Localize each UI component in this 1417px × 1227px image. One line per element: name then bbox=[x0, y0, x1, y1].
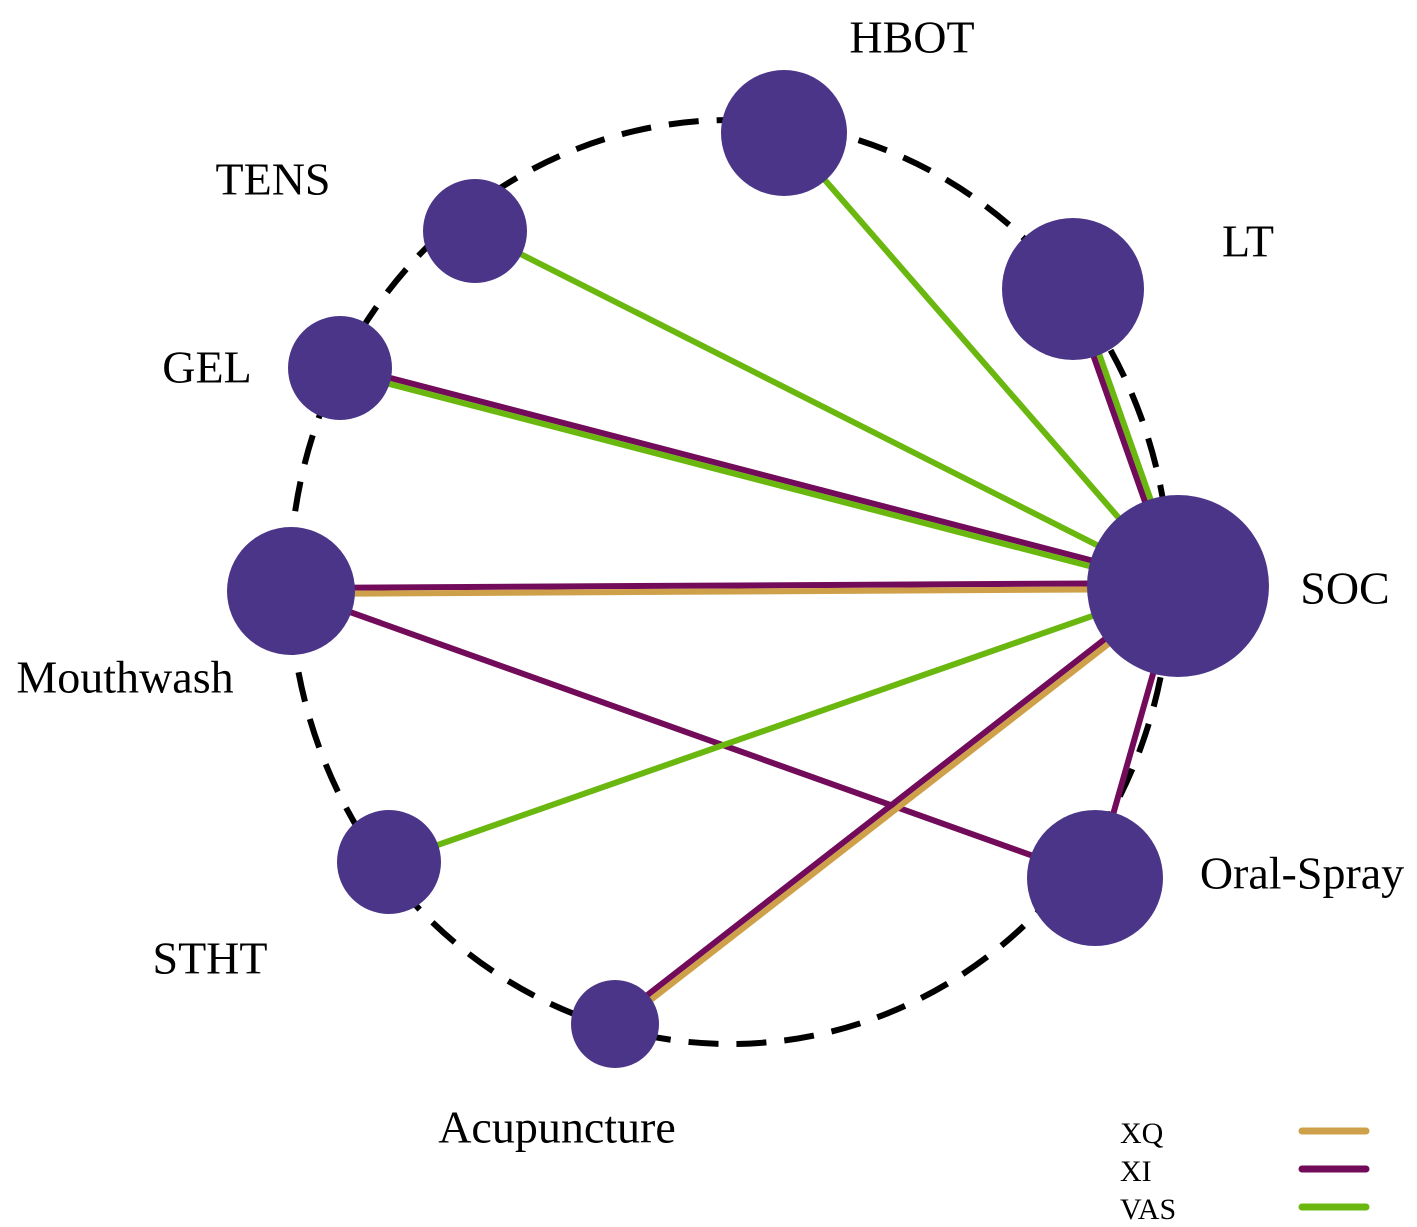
legend: XQ XI VAS bbox=[1120, 1117, 1370, 1226]
node-label-mouthwash: Mouthwash bbox=[16, 652, 233, 703]
node-label-acupuncture: Acupuncture bbox=[438, 1102, 676, 1153]
node-lt bbox=[1002, 218, 1144, 360]
node-stht bbox=[337, 810, 441, 914]
node-label-soc: SOC bbox=[1300, 563, 1389, 614]
node-acupuncture bbox=[571, 980, 659, 1068]
edge-hbot-soc-vas bbox=[781, 131, 1181, 588]
edge-stht-soc-vas bbox=[388, 583, 1179, 865]
node-tens bbox=[423, 179, 527, 283]
node-label-lt: LT bbox=[1222, 216, 1274, 267]
edge-gel-soc-vas bbox=[338, 368, 1179, 592]
legend-label-xi: XI bbox=[1120, 1155, 1152, 1188]
legend-label-vas: VAS bbox=[1120, 1193, 1176, 1226]
node-label-gel: GEL bbox=[162, 342, 251, 393]
node-label-tens: TENS bbox=[216, 154, 331, 205]
node-mouthwash bbox=[227, 527, 355, 655]
edge-acupuncture-soc-xq bbox=[614, 586, 1182, 1029]
node-hbot bbox=[721, 70, 847, 196]
edge-acupuncture-soc-xi bbox=[611, 581, 1178, 1024]
edge-tens-soc-vas bbox=[473, 228, 1180, 589]
nodes-group bbox=[227, 70, 1269, 1068]
node-label-hbot: HBOT bbox=[849, 12, 974, 63]
edge-gel-soc-xi bbox=[339, 362, 1180, 586]
node-oral-spray bbox=[1027, 810, 1163, 946]
node-label-stht: STHT bbox=[153, 933, 268, 984]
node-gel bbox=[288, 316, 392, 420]
edge-mouthwash-oral-spray-xi bbox=[289, 588, 1097, 881]
legend-label-xq: XQ bbox=[1120, 1117, 1164, 1150]
node-soc bbox=[1087, 495, 1269, 677]
edge-mouthwash-soc-xi bbox=[290, 580, 1178, 592]
node-label-oral-spray: Oral-Spray bbox=[1200, 848, 1404, 899]
edge-mouthwash-soc-xq bbox=[290, 585, 1179, 597]
